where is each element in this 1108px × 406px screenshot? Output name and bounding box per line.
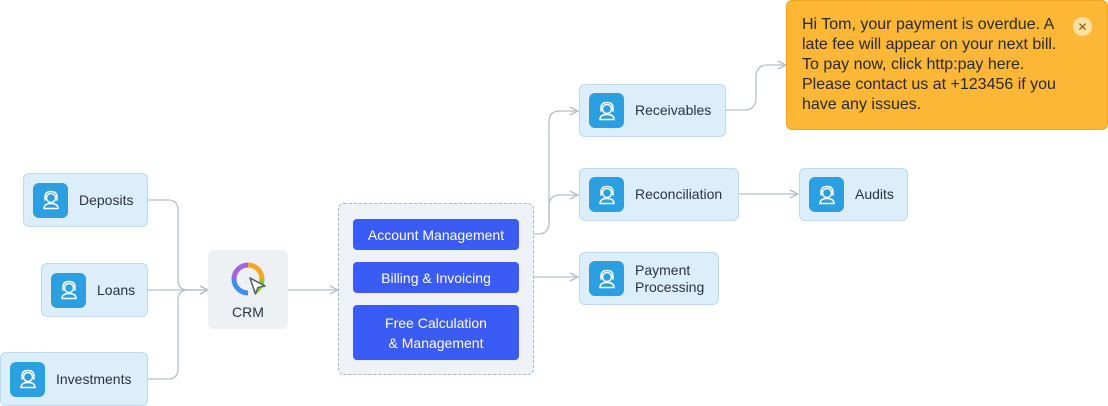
- support-agent-icon: [589, 261, 624, 296]
- node-label: Payment Processing: [635, 262, 704, 296]
- node-deposits[interactable]: Deposits: [23, 173, 148, 227]
- connector-account-receivables: [520, 111, 578, 235]
- node-label: Loans: [97, 281, 136, 298]
- crm-label: CRM: [232, 304, 264, 320]
- support-agent-icon: [809, 177, 844, 212]
- node-reconciliation[interactable]: Reconciliation: [579, 168, 739, 221]
- button-label-line2: & Management: [388, 334, 484, 351]
- connector-account-reconciliation: [548, 195, 578, 222]
- node-receivables[interactable]: Receivables: [579, 84, 726, 137]
- button-label: Account Management: [367, 226, 505, 243]
- toast-line: late fee will appear on your next bill.: [802, 36, 1057, 53]
- support-agent-icon: [589, 177, 624, 212]
- node-label: Receivables: [635, 102, 712, 118]
- node-label: Deposits: [79, 191, 134, 208]
- toast-line: To pay now, click http:pay here.: [802, 56, 1025, 73]
- support-agent-icon: [10, 361, 45, 397]
- payment-overdue-toast: Hi Tom, your payment is overdue. A late …: [786, 0, 1108, 130]
- toast-line: have any issues.: [802, 96, 922, 113]
- node-label: Audits: [855, 186, 894, 202]
- modules-group: Account Management Billing & Invoicing F…: [338, 203, 534, 375]
- node-crm[interactable]: CRM: [208, 250, 288, 329]
- connector-receivables-toast: [726, 65, 786, 111]
- button-label: Billing & Invoicing: [381, 269, 491, 286]
- node-audits[interactable]: Audits: [799, 168, 908, 221]
- close-icon[interactable]: ✕: [1073, 17, 1092, 36]
- node-label: Reconciliation: [635, 186, 723, 202]
- node-payment-processing[interactable]: Payment Processing: [579, 252, 719, 305]
- toast-line: Please contact us at +123456 if you: [802, 76, 1056, 93]
- node-investments[interactable]: Investments: [0, 352, 148, 406]
- support-agent-icon: [51, 272, 86, 308]
- node-label: Investments: [56, 370, 132, 387]
- account-management-button[interactable]: Account Management: [353, 219, 519, 250]
- node-loans[interactable]: Loans: [41, 263, 148, 317]
- support-agent-icon: [589, 93, 624, 128]
- button-label-line1: Free Calculation: [385, 314, 487, 331]
- free-calculation-button[interactable]: Free Calculation & Management: [353, 305, 519, 360]
- billing-invoicing-button[interactable]: Billing & Invoicing: [353, 262, 519, 293]
- node-label-line1: Payment: [635, 261, 691, 278]
- support-agent-icon: [33, 182, 68, 218]
- toast-line: Hi Tom, your payment is overdue. A: [802, 16, 1055, 33]
- connector-deposits-crm: [148, 199, 208, 290]
- connector-investments-crm: [148, 289, 189, 380]
- node-label-line2: Processing: [635, 278, 705, 295]
- crm-logo-icon: [231, 262, 266, 296]
